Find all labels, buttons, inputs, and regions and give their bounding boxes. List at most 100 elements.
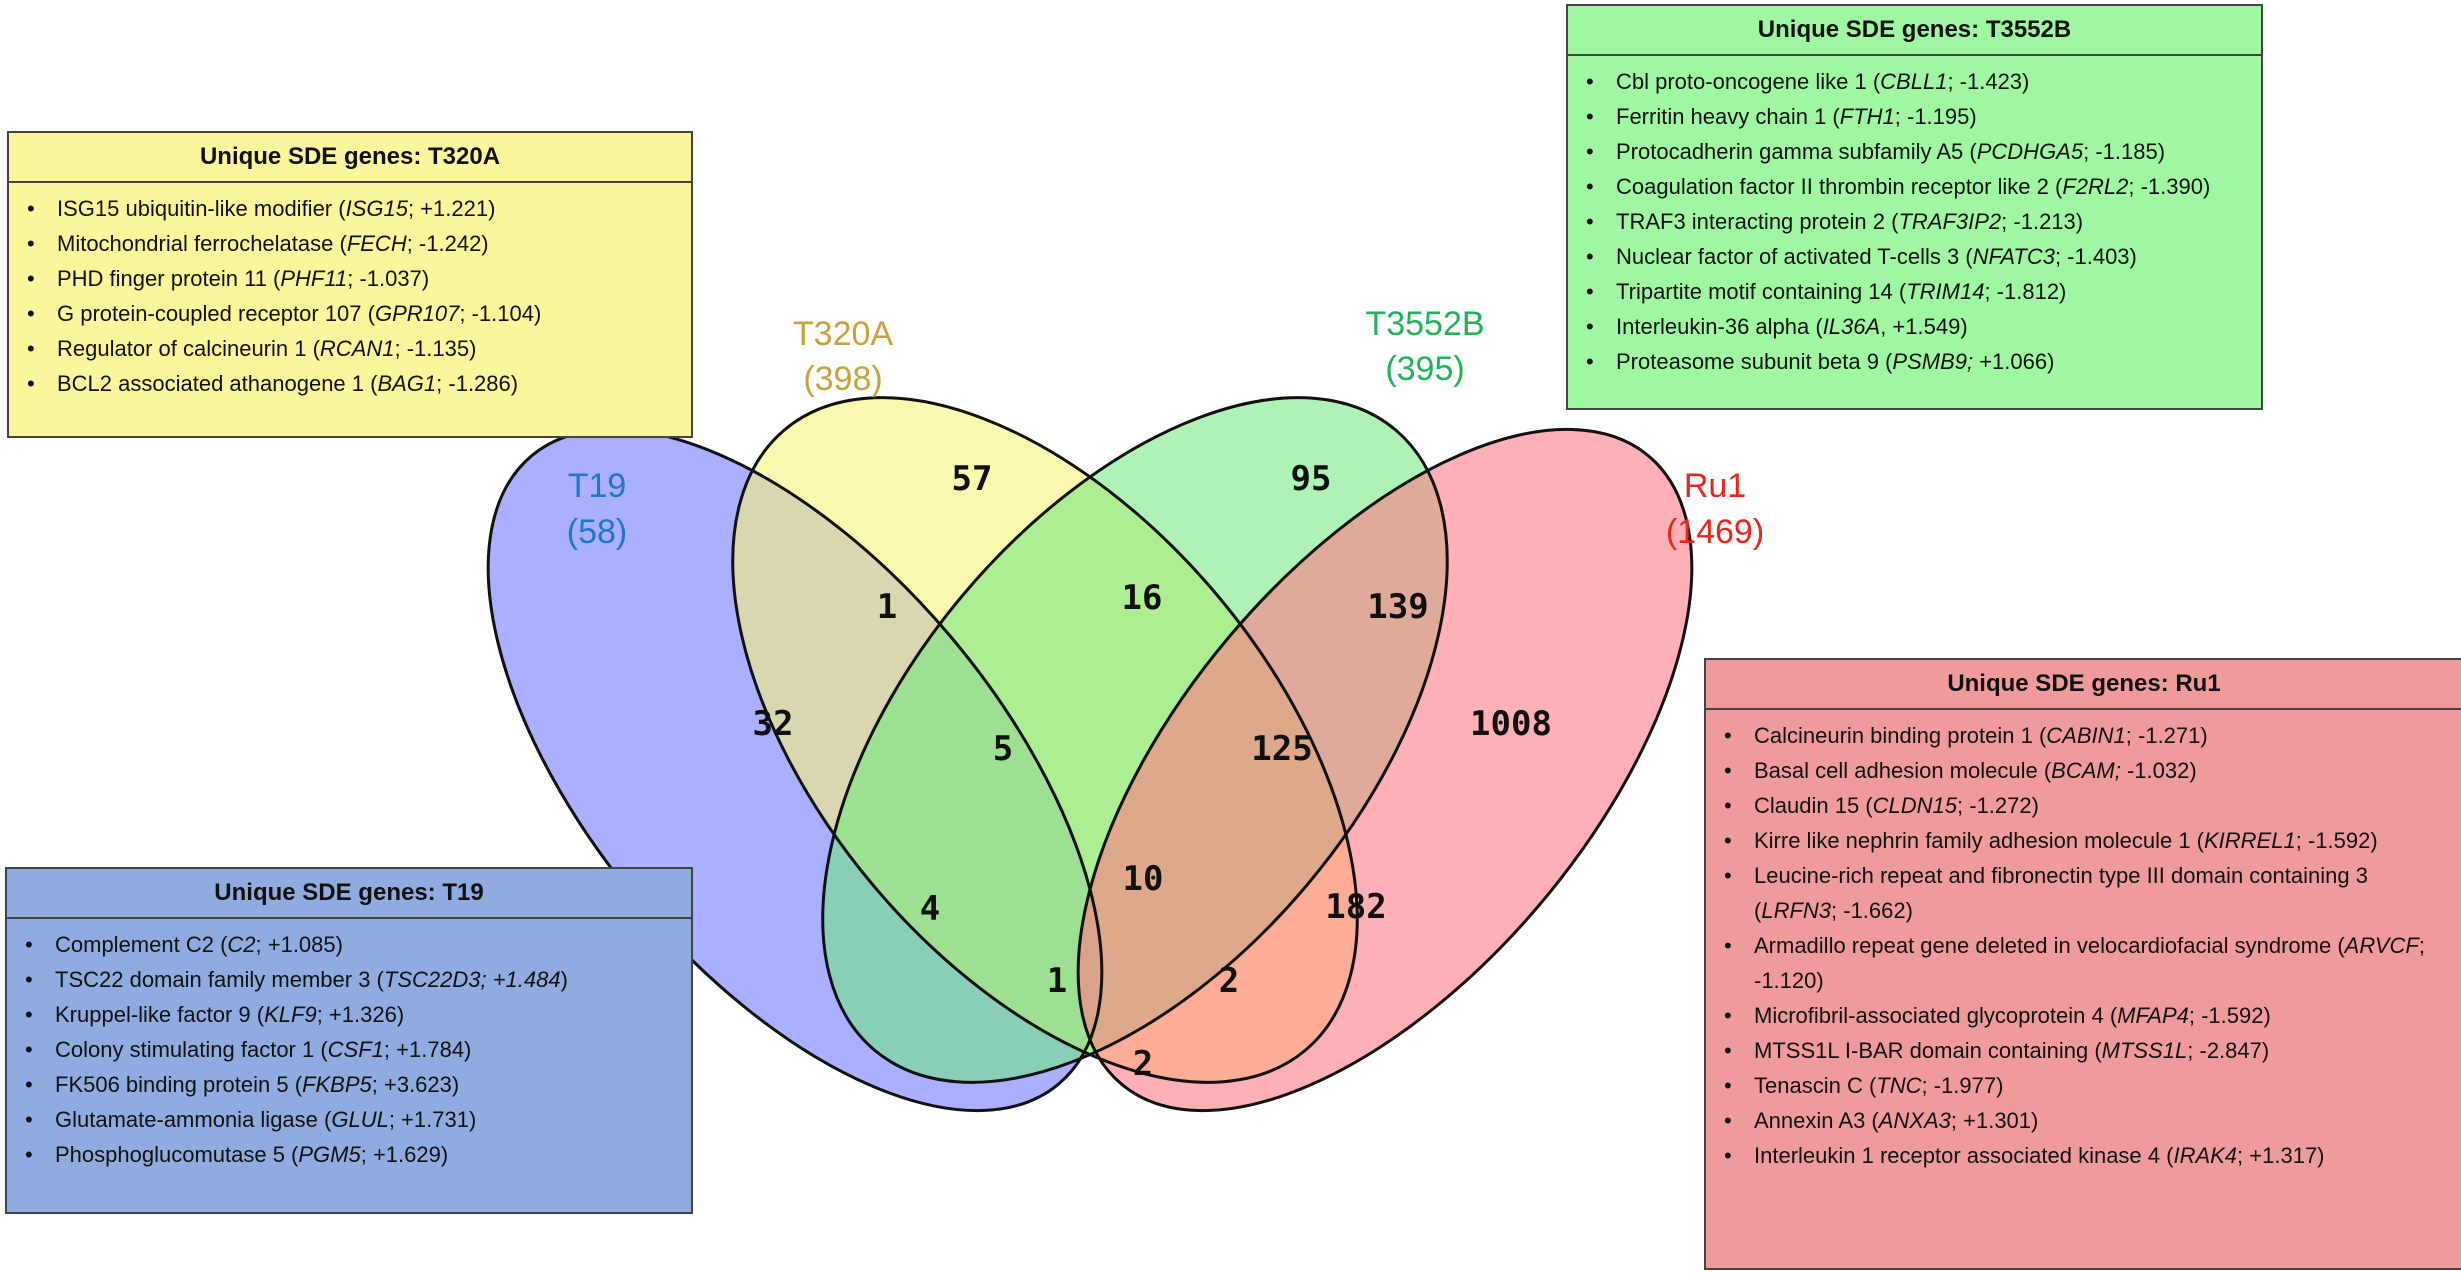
gene-list-item: Ferritin heavy chain 1 (FTH1; -1.195) bbox=[1582, 99, 2249, 134]
outline-t3552b bbox=[821, 396, 1449, 1084]
gene-list-item: Armadillo repeat gene deleted in velocar… bbox=[1720, 928, 2450, 998]
gene-description: Cbl proto-oncogene like 1 ( bbox=[1616, 69, 1881, 94]
set-label-t19-count: (58) bbox=[567, 513, 627, 551]
gene-list-item: ISG15 ubiquitin-like modifier (ISG15; +1… bbox=[23, 191, 679, 226]
gene-description: BCL2 associated athanogene 1 ( bbox=[57, 371, 378, 396]
gene-list-item: Claudin 15 (CLDN15; -1.272) bbox=[1720, 788, 2450, 823]
gene-symbol: RCAN1 bbox=[319, 336, 395, 361]
set-labels: T19 (58) T320A (398) T3552B (395) Ru1 (1… bbox=[567, 305, 1764, 551]
count-t19-ru1: 2 bbox=[1133, 1044, 1153, 1084]
gene-list-item: Basal cell adhesion molecule (BCAM; -1.0… bbox=[1720, 753, 2450, 788]
outline-ru1 bbox=[1076, 427, 1694, 1113]
gene-description: Proteasome subunit beta 9 ( bbox=[1616, 349, 1893, 374]
gene-description: Regulator of calcineurin 1 ( bbox=[57, 336, 320, 361]
gene-list-item: Tenascin C (TNC; -1.977) bbox=[1720, 1068, 2450, 1103]
gene-symbol: ARVCF bbox=[2344, 933, 2419, 958]
set-label-ru1-name: Ru1 bbox=[1684, 467, 1746, 505]
set-label-t320a-name: T320A bbox=[793, 315, 893, 353]
gene-symbol: CLDN15 bbox=[1872, 793, 1958, 818]
gene-description: Kirre like nephrin family adhesion molec… bbox=[1754, 828, 2204, 853]
fold-change-value: ; -2.847) bbox=[2187, 1038, 2270, 1063]
count-t320a-t3552b-ru1: 125 bbox=[1251, 729, 1312, 769]
gene-description: MTSS1L I-BAR domain containing ( bbox=[1754, 1038, 2102, 1063]
gene-symbol: PCDHGA5 bbox=[1976, 139, 2084, 164]
gene-list-item: TSC22 domain family member 3 (TSC22D3; +… bbox=[21, 962, 679, 997]
gene-symbol: TRIM14 bbox=[1906, 279, 1985, 304]
gene-symbol: GPR107 bbox=[374, 301, 460, 326]
gene-list-item: FK506 binding protein 5 (FKBP5; +3.623) bbox=[21, 1067, 679, 1102]
gene-symbol: LRFN3 bbox=[1761, 898, 1832, 923]
gene-description: Interleukin-36 alpha ( bbox=[1616, 314, 1823, 339]
gene-symbol: CABIN1 bbox=[2046, 723, 2126, 748]
count-t19-t3552b-ru1: 1 bbox=[1047, 961, 1067, 1001]
count-t19-only: 32 bbox=[753, 704, 794, 744]
fold-change-value: ; +1.326) bbox=[316, 1002, 405, 1027]
gene-symbol: PHF11 bbox=[280, 266, 348, 291]
gene-list: Complement C2 (C2; +1.085)TSC22 domain f… bbox=[7, 919, 691, 1180]
gene-symbol: MFAP4 bbox=[2117, 1003, 2189, 1028]
gene-list-item: Protocadherin gamma subfamily A5 (PCDHGA… bbox=[1582, 134, 2249, 169]
gene-symbol: ISG15 bbox=[345, 196, 408, 221]
fold-change-value: , +1.549) bbox=[1880, 314, 1968, 339]
fold-change-value: ) bbox=[560, 967, 568, 992]
gene-list-item: Interleukin-36 alpha (IL36A, +1.549) bbox=[1582, 309, 2249, 344]
fold-change-value: ; -1.286) bbox=[436, 371, 519, 396]
count-all-four: 10 bbox=[1123, 859, 1164, 899]
gene-list-item: TRAF3 interacting protein 2 (TRAF3IP2; -… bbox=[1582, 204, 2249, 239]
fold-change-value: ; -1.104) bbox=[459, 301, 542, 326]
count-t320a-ru1: 182 bbox=[1325, 887, 1386, 927]
fold-change-value: ; +1.629) bbox=[360, 1142, 449, 1167]
gene-description: Nuclear factor of activated T-cells 3 ( bbox=[1616, 244, 1973, 269]
gene-list-item: Mitochondrial ferrochelatase (FECH; -1.2… bbox=[23, 226, 679, 261]
gene-symbol: ANXA3 bbox=[1878, 1108, 1951, 1133]
region-counts: 32 57 95 1008 1 16 139 5 125 4 10 182 1 … bbox=[753, 459, 1552, 1084]
gene-description: Mitochondrial ferrochelatase ( bbox=[57, 231, 347, 256]
gene-symbol: TNC bbox=[1876, 1073, 1922, 1098]
gene-list: Cbl proto-oncogene like 1 (CBLL1; -1.423… bbox=[1568, 56, 2261, 387]
gene-description: Tripartite motif containing 14 ( bbox=[1616, 279, 1907, 304]
gene-list-item: Tripartite motif containing 14 (TRIM14; … bbox=[1582, 274, 2249, 309]
panel-ru1: Unique SDE genes: Ru1 Calcineurin bindin… bbox=[1704, 658, 2461, 1270]
count-t320a-only: 57 bbox=[952, 459, 993, 499]
gene-list-item: Glutamate-ammonia ligase (GLUL; +1.731) bbox=[21, 1102, 679, 1137]
fold-change-value: ; +3.623) bbox=[371, 1072, 460, 1097]
fold-change-value: ; -1.195) bbox=[1894, 104, 1977, 129]
gene-symbol: IL36A bbox=[1822, 314, 1881, 339]
gene-symbol: NFATC3 bbox=[1972, 244, 2055, 269]
fold-change-value: ; -1.662) bbox=[1831, 898, 1913, 923]
gene-description: TSC22 domain family member 3 ( bbox=[55, 967, 384, 992]
gene-list-item: PHD finger protein 11 (PHF11; -1.037) bbox=[23, 261, 679, 296]
gene-list: ISG15 ubiquitin-like modifier (ISG15; +1… bbox=[9, 183, 691, 409]
fold-change-value: ; +1.221) bbox=[407, 196, 496, 221]
gene-description: TRAF3 interacting protein 2 ( bbox=[1616, 209, 1899, 234]
gene-description: Complement C2 ( bbox=[55, 932, 228, 957]
gene-list-item: Interleukin 1 receptor associated kinase… bbox=[1720, 1138, 2450, 1173]
count-t19-t3552b: 4 bbox=[920, 889, 940, 929]
fold-change-value: ; -1.423) bbox=[1947, 69, 2030, 94]
gene-symbol: CBLL1 bbox=[1880, 69, 1948, 94]
gene-description: Protocadherin gamma subfamily A5 ( bbox=[1616, 139, 1977, 164]
fold-change-value: -1.032) bbox=[2120, 758, 2197, 783]
count-t3552b-ru1: 139 bbox=[1367, 587, 1428, 627]
panel-t320a: Unique SDE genes: T320A ISG15 ubiquitin-… bbox=[7, 131, 693, 438]
fold-change-value: ; +1.317) bbox=[2237, 1143, 2325, 1168]
fold-change-value: ; -1.977) bbox=[1921, 1073, 2004, 1098]
panel-title: Unique SDE genes: T19 bbox=[7, 869, 691, 919]
fold-change-value: ; -1.120) bbox=[1754, 933, 2425, 993]
set-label-ru1-count: (1469) bbox=[1666, 513, 1764, 551]
gene-list-item: Cbl proto-oncogene like 1 (CBLL1; -1.423… bbox=[1582, 64, 2249, 99]
fold-change-value: ; -1.592) bbox=[2188, 1003, 2271, 1028]
gene-list-item: Kruppel-like factor 9 (KLF9; +1.326) bbox=[21, 997, 679, 1032]
gene-symbol: IRAK4 bbox=[2173, 1143, 2238, 1168]
panel-title: Unique SDE genes: Ru1 bbox=[1706, 660, 2461, 710]
gene-list-item: MTSS1L I-BAR domain containing (MTSS1L; … bbox=[1720, 1033, 2450, 1068]
fold-change-value: ; +1.085) bbox=[255, 932, 343, 957]
gene-description: Calcineurin binding protein 1 ( bbox=[1754, 723, 2047, 748]
set-label-t3552b-name: T3552B bbox=[1365, 305, 1484, 343]
ellipse-t3552b bbox=[822, 397, 1448, 1083]
gene-symbol: KLF9 bbox=[264, 1002, 317, 1027]
fold-change-value: +1.066) bbox=[1973, 349, 2055, 374]
gene-list-item: Complement C2 (C2; +1.085) bbox=[21, 927, 679, 962]
gene-symbol: TRAF3IP2 bbox=[1898, 209, 2002, 234]
